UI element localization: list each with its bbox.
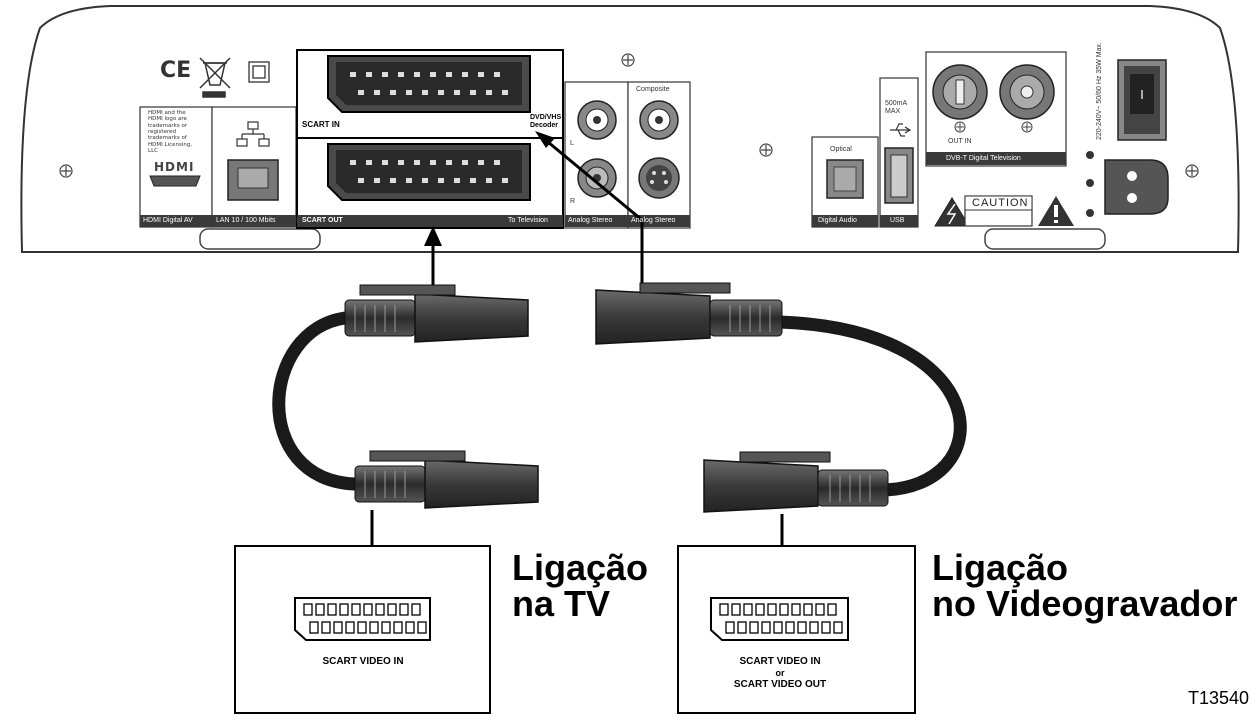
tv-socket-label: SCART VIDEO IN	[322, 656, 404, 667]
rf-in-connector	[999, 64, 1055, 120]
vcr-caption-line2: no Videogravador	[932, 583, 1238, 624]
device-back-panel: I	[20, 5, 1240, 253]
hdmi-port-label: HDMI Digital AV	[143, 217, 193, 224]
lan-port-label: LAN 10 / 100 Mbits	[216, 217, 276, 224]
device-foot-left	[199, 228, 321, 250]
rca-audio-right-jack	[577, 158, 617, 198]
to-television-label: To Television	[508, 217, 548, 224]
analog-stereo-label: Analog Stereo	[568, 217, 613, 224]
scart-out-label: SCART OUT	[302, 217, 343, 224]
rca-audio-left-jack	[577, 100, 617, 140]
hdmi-port	[149, 175, 201, 187]
tv-caption-line2: na TV	[512, 583, 611, 624]
exclamation-warning-icon	[1038, 196, 1074, 226]
arrow-up-to-scart-out	[424, 226, 442, 285]
audio-left-label: L	[570, 140, 574, 147]
analog-stereo-label-2: Analog Stereo	[631, 217, 676, 224]
vcr-box	[677, 545, 916, 714]
hdmi-logo: HDMI	[154, 160, 195, 174]
usb-rating-label: 500mA MAX	[885, 100, 907, 115]
arrow-up-to-scart-in	[547, 140, 644, 285]
dvd-vhs-decoder-label: DVD/VHS Decoder	[530, 114, 562, 129]
digital-audio-label: Digital Audio	[818, 217, 857, 224]
scart-in-pins	[350, 72, 508, 95]
ce-mark: CE	[160, 58, 192, 83]
double-insulation-icon	[248, 61, 270, 83]
s-video-jack	[638, 157, 680, 199]
scart-in-label: SCART IN	[302, 120, 340, 129]
screw-icon	[954, 121, 1033, 133]
device-foot-right	[984, 228, 1106, 250]
power-rating-label: 220-240V~ 50/60 Hz 35W Max.	[1096, 42, 1103, 140]
power-switch: I	[1117, 59, 1167, 141]
hdmi-trademark-notice: HDMI and the HDMI logo are trademarks or…	[148, 110, 193, 154]
composite-label: Composite	[636, 86, 670, 93]
scart-in-socket	[327, 55, 531, 113]
hdmi-port-panel	[139, 106, 213, 228]
scart-out-socket	[327, 143, 531, 201]
rf-out-connector	[932, 64, 988, 120]
optical-label: Optical	[830, 146, 852, 153]
tv-scart-cable	[272, 284, 539, 509]
vcr-scart-cable	[595, 282, 967, 513]
usb-label: USB	[890, 217, 905, 224]
tv-caption-line1: Ligação	[512, 547, 649, 588]
vcr-caption-line1: Ligação	[932, 547, 1069, 588]
shock-warning-icon	[934, 197, 970, 227]
vcr-socket-label-line1: SCART VIDEO IN	[739, 656, 821, 667]
vcr-scart-socket	[710, 597, 849, 641]
vcr-socket-label-or: or	[775, 668, 785, 678]
usb-icon	[890, 123, 912, 137]
vcr-socket-label-line3: SCART VIDEO OUT	[733, 679, 827, 690]
network-icon	[236, 121, 270, 147]
dvbt-label: DVB-T Digital Television	[946, 155, 1021, 162]
figure-reference-id: T13540	[1188, 688, 1250, 708]
svg-text:I: I	[1140, 88, 1144, 102]
tv-scart-socket	[294, 597, 431, 641]
power-inlet	[1104, 159, 1169, 215]
arrow-head-scart-in	[535, 131, 555, 148]
audio-right-label: R	[570, 198, 576, 205]
scart-out-pins	[350, 160, 508, 183]
tv-box	[234, 545, 491, 714]
composite-video-jack	[639, 100, 679, 140]
caution-label: CAUTION	[972, 197, 1029, 209]
out-in-label: OUT IN	[948, 138, 972, 145]
weee-bin-icon	[199, 57, 231, 98]
